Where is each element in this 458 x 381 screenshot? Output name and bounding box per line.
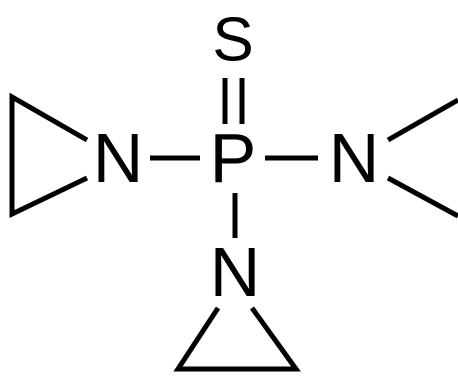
aziridine-ring-right-upper: [386, 97, 458, 143]
atom-nitrogen-bottom: N: [210, 233, 261, 311]
atom-phosphorus: P: [210, 119, 257, 197]
atom-sulfur: S: [212, 6, 253, 75]
aziridine-ring-right-lower: [386, 175, 458, 219]
atom-nitrogen-left: N: [93, 119, 144, 197]
atom-nitrogen-right: N: [329, 119, 380, 197]
aziridine-ring-bottom: [173, 306, 301, 372]
aziridine-ring-left: [9, 92, 89, 218]
